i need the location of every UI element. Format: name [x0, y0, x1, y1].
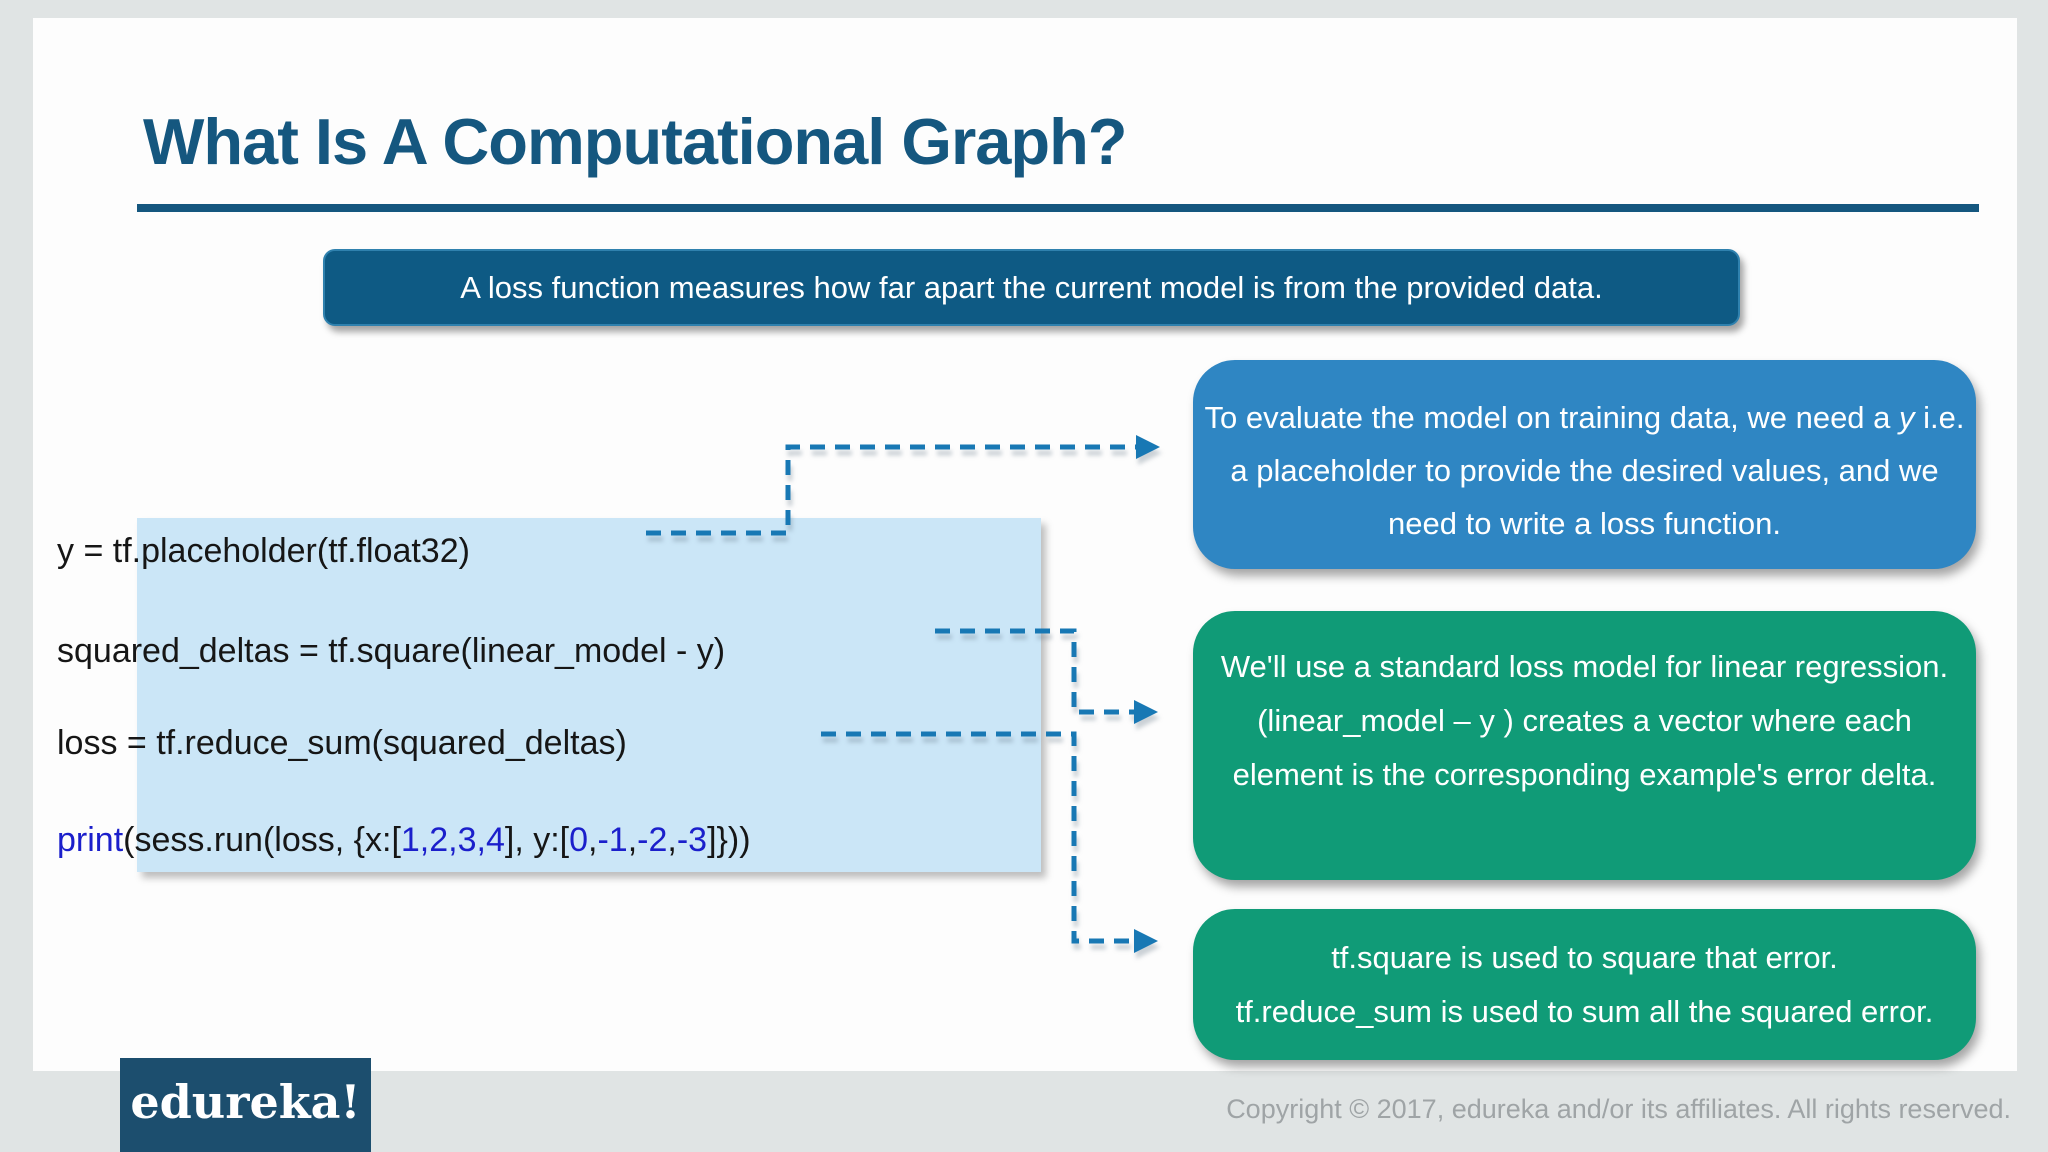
slide-canvas: What Is A Computational Graph? A loss fu…: [33, 18, 2017, 1071]
callout-text: To evaluate the model on training data, …: [1204, 400, 1900, 435]
page-title: What Is A Computational Graph?: [143, 105, 1127, 178]
code-snippet-box: [137, 518, 1041, 872]
code-token-y-value: -3: [676, 821, 708, 859]
code-token: (sess.run(loss, {x:[: [123, 821, 401, 859]
definition-banner-text: A loss function measures how far apart t…: [460, 269, 1603, 305]
callout-text-line: need to write a loss function.: [1388, 506, 1781, 541]
code-line-loss: loss = tf.reduce_sum(squared_deltas): [57, 724, 627, 762]
callout-text-italic-y: y: [1899, 400, 1915, 435]
callout-text-line: element is the corresponding example's e…: [1232, 756, 1937, 792]
code-line-print: print(sess.run(loss, {x:[1,2,3,4], y:[0,…: [57, 821, 751, 860]
code-token: ,: [667, 821, 677, 859]
code-token-x-values: 1,2,3,4: [400, 821, 505, 859]
code-token: ,: [627, 821, 638, 859]
edureka-logo: edureka!: [120, 1058, 371, 1152]
callout-text-line: a placeholder to provide the desired val…: [1230, 453, 1939, 488]
edureka-logo-text: edureka!: [130, 1075, 361, 1129]
title-underline: [137, 204, 1979, 212]
callout-placeholder-explanation: To evaluate the model on training data, …: [1193, 360, 1976, 569]
code-token-y-value: -2: [637, 821, 668, 859]
code-token: ,: [588, 821, 598, 859]
copyright-notice: Copyright © 2017, edureka and/or its aff…: [1226, 1094, 2011, 1124]
callout-text: i.e.: [1914, 400, 1965, 435]
callout-loss-model-explanation: We'll use a standard loss model for line…: [1193, 611, 1976, 880]
callout-text-line: (linear_model – y ) creates a vector whe…: [1257, 702, 1912, 738]
code-token-print: print: [57, 821, 124, 859]
code-token-y-value: -1: [597, 821, 628, 859]
callout-text-line: We'll use a standard loss model for line…: [1220, 648, 1949, 684]
code-token: ]})): [707, 821, 751, 859]
code-line-placeholder: y = tf.placeholder(tf.float32): [57, 532, 470, 570]
code-line-squared-deltas: squared_deltas = tf.square(linear_model …: [57, 632, 726, 670]
code-token-y-value: 0: [569, 821, 589, 859]
callout-text-line: tf.square is used to square that error.: [1331, 939, 1838, 975]
callout-text-line: tf.reduce_sum is used to sum all the squ…: [1235, 993, 1934, 1029]
definition-banner: A loss function measures how far apart t…: [323, 249, 1740, 326]
callout-text-line: To evaluate the model on training data, …: [1204, 391, 1964, 444]
code-token: ], y:[: [504, 821, 570, 859]
callout-square-reduce-explanation: tf.square is used to square that error. …: [1193, 909, 1976, 1060]
